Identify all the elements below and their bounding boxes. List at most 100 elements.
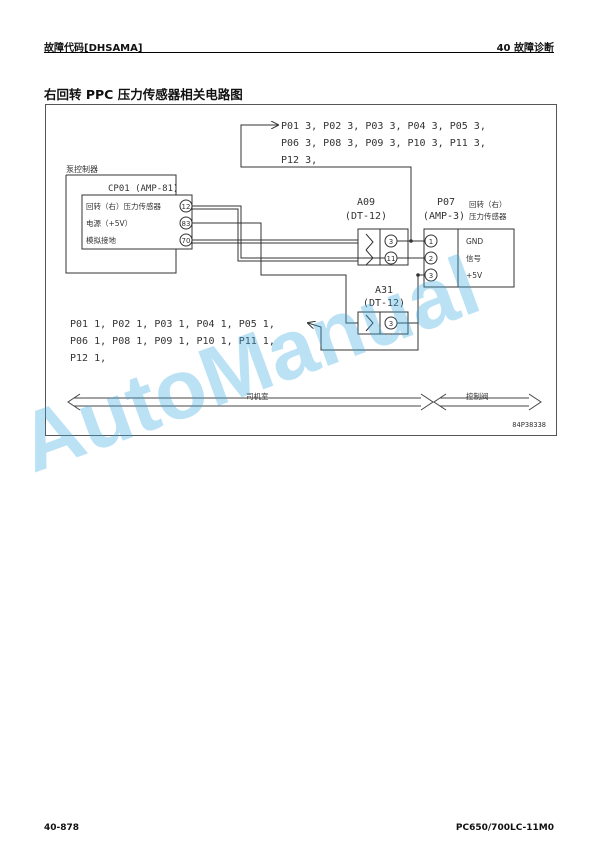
bottom-ref-label-1-3: P10 [197, 336, 215, 347]
bottom-ref-pin-1-1: 1 [136, 336, 142, 347]
bottom-ref-label-1-1: P08 [112, 336, 130, 347]
page-title: 右回转 PPC 压力传感器相关电路图 [44, 87, 243, 102]
a31-label: A31 [375, 285, 393, 296]
a31-arrow [365, 314, 374, 332]
bottom-ref-label-0-2: P03 [154, 319, 172, 330]
bottom-connector-refs: P01 1, P02 1, P03 1, P04 1, P05 1,P06 1,… [70, 319, 275, 364]
bottom-ref-pin-0-3: 1 [221, 319, 227, 330]
wire-top-refs [240, 125, 412, 241]
model-number: PC650/700LC-11M0 [455, 823, 554, 833]
bottom-ref-pin-0-2: 1 [178, 319, 184, 330]
cp01-pin-label-1: 电源（+5V） [86, 218, 132, 228]
bottom-ref-pin-1-4: 1 [263, 336, 269, 347]
p07-desc-2: 压力传感器 [469, 211, 507, 221]
pump-controller-label: 泵控制器 [66, 164, 98, 174]
top-ref-label-0-0: P01 [281, 121, 299, 132]
top-ref-pin-0-1: 3 [347, 121, 353, 132]
cp01-pin-num-2: 70 [182, 237, 191, 245]
bottom-ref-label-0-3: P04 [197, 319, 215, 330]
zone-cab-label: 司机室 [246, 391, 269, 401]
pump-controller-box [65, 174, 177, 274]
cp01-pin-num-0: 12 [182, 203, 191, 211]
top-ref-label-1-0: P06 [281, 138, 299, 149]
circuit-diagram: P01 3, P02 3, P03 3, P04 3, P05 3, P06 3,… [65, 121, 546, 429]
p07-signal-5v: +5V [466, 271, 483, 280]
cp01-label: CP01 (AMP-81) [108, 184, 178, 194]
svg-text:P01 3, P02 3, P03 3, P04 3, P0: P01 3, P02 3, P03 3, P04 3, P05 3, [281, 121, 486, 132]
valve-arrow-left [433, 393, 447, 411]
top-ref-pin-0-0: 3 [305, 121, 311, 132]
top-ref-pin-0-2: 3 [389, 121, 395, 132]
zone-arrows [67, 393, 542, 411]
figure-id: 84P38338 [512, 421, 546, 429]
a09-type: (DT-12) [345, 211, 387, 222]
junction-5v [416, 273, 420, 277]
svg-text:P12 3,: P12 3, [281, 155, 317, 166]
bottom-ref-pin-2-0: 1 [94, 353, 100, 364]
top-ref-label-0-3: P04 [408, 121, 426, 132]
top-ref-label-1-2: P09 [365, 138, 383, 149]
wire-signal-left-double [192, 208, 358, 262]
top-ref-label-2-0: P12 [281, 155, 299, 166]
top-ref-label-0-1: P02 [323, 121, 341, 132]
top-ref-pin-1-2: 3 [389, 138, 395, 149]
cp01-pin-num-1: 83 [182, 220, 191, 228]
zone-valve-label: 控制阀 [466, 391, 489, 401]
svg-text:P12 1,: P12 1, [70, 353, 106, 364]
top-ref-label-1-3: P10 [408, 138, 426, 149]
p07-signal-gnd: GND [466, 237, 483, 246]
p07-type: (AMP-3) [423, 211, 465, 222]
junction-gnd [409, 239, 413, 243]
cab-arrow-right [420, 393, 434, 411]
wire-5v-right [397, 274, 425, 324]
top-ref-pin-1-1: 3 [347, 138, 353, 149]
p07-pin-num-0: 1 [429, 238, 433, 246]
top-ref-pin-0-3: 3 [432, 121, 438, 132]
wire-signal-left [192, 205, 385, 259]
bottom-ref-label-1-2: P09 [154, 336, 172, 347]
a09-pin-num-1: 11 [387, 255, 396, 263]
cp01-pin-label-0: 回转（右）压力传感器 [86, 201, 161, 211]
valve-arrow-right [528, 393, 542, 411]
page-number: 40-878 [44, 823, 80, 833]
header-rule [44, 52, 554, 53]
top-ref-label-1-4: P11 [450, 138, 468, 149]
top-ref-label-1-1: P08 [323, 138, 341, 149]
bottom-ref-label-0-0: P01 [70, 319, 88, 330]
wire-5v-left [192, 222, 358, 324]
bottom-ref-label-1-0: P06 [70, 336, 88, 347]
a31-type: (DT-12) [363, 298, 405, 309]
bottom-ref-pin-1-3: 1 [221, 336, 227, 347]
bottom-ref-label-0-1: P02 [112, 319, 130, 330]
a31-pin-num: 3 [389, 320, 393, 328]
p07-pin-num-2: 3 [429, 272, 433, 280]
circuit-diagram-frame: P01 3, P02 3, P03 3, P04 3, P05 3, P06 3,… [45, 104, 557, 436]
bottom-ref-pin-0-1: 1 [136, 319, 142, 330]
bottom-ref-pin-1-2: 1 [178, 336, 184, 347]
a09-pin-num-0: 3 [389, 238, 393, 246]
svg-text:P06 3, P08 3, P09 3, P10 3, P1: P06 3, P08 3, P09 3, P10 3, P11 3, [281, 138, 486, 149]
a09-label: A09 [357, 197, 375, 208]
a09-arrow-1 [365, 233, 374, 251]
bottom-ref-label-1-4: P11 [239, 336, 257, 347]
top-ref-label-0-4: P05 [450, 121, 468, 132]
bottom-ref-pin-0-0: 1 [94, 319, 100, 330]
header-section-title: 故障代码[DHSAMA] [44, 43, 143, 54]
bottom-ref-pin-0-4: 1 [263, 319, 269, 330]
cab-arrow-left [67, 393, 81, 411]
a09-connector [357, 228, 409, 266]
top-ref-pin-1-0: 3 [305, 138, 311, 149]
cp01-connector [81, 194, 193, 250]
p07-pin-num-1: 2 [429, 255, 433, 263]
bottom-ref-pin-1-0: 1 [94, 336, 100, 347]
top-ref-pin-2-0: 3 [305, 155, 311, 166]
svg-text:P06 1, P08 1, P09 1, P10 1, P1: P06 1, P08 1, P09 1, P10 1, P11 1, [70, 336, 275, 347]
top-ref-label-0-2: P03 [365, 121, 383, 132]
cp01-pin-label-2: 模拟接地 [86, 235, 116, 245]
bottom-ref-label-2-0: P12 [70, 353, 88, 364]
wiring [192, 125, 425, 351]
bottom-ref-label-0-4: P05 [239, 319, 257, 330]
top-ref-pin-0-4: 3 [474, 121, 480, 132]
top-connector-refs: P01 3, P02 3, P03 3, P04 3, P05 3, P06 3,… [281, 121, 486, 166]
svg-text:P01 1, P02 1, P03 1, P04 1, P0: P01 1, P02 1, P03 1, P04 1, P05 1, [70, 319, 275, 330]
